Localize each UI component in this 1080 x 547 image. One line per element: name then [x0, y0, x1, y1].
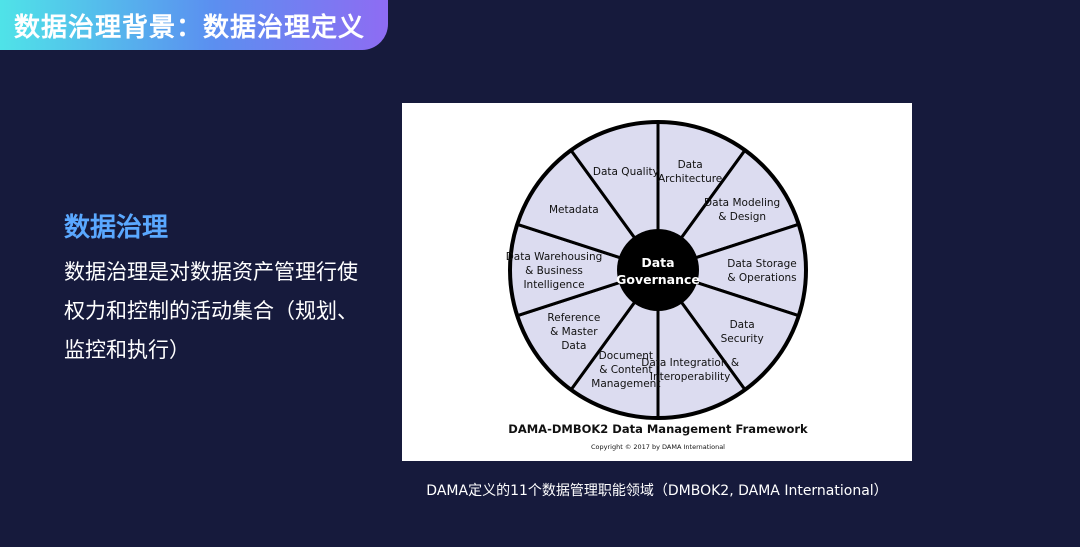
wheel-segment-label: Data Storage& Operations [727, 258, 797, 284]
wheel-outline [508, 120, 808, 420]
governance-hub [617, 229, 699, 311]
figure-caption: DAMA定义的11个数据管理职能领域（DMBOK2, DAMA Internat… [426, 483, 888, 499]
section-heading: 数据治理 [64, 213, 169, 243]
wheel-segment-label: Data Quality [593, 166, 659, 178]
page-title: 数据治理背景：数据治理定义 [14, 13, 366, 43]
framework-title: DAMA-DMBOK2 Data Management Framework [508, 422, 808, 436]
wheel-segment-label: Data Integration &Interoperability [641, 357, 739, 383]
section-body: 数据治理是对数据资产管理行使权力和控制的活动集合（规划、监控和执行） [64, 260, 358, 362]
wheel-segment-label: Metadata [549, 204, 599, 216]
framework-copyright: Copyright © 2017 by DAMA International [591, 443, 725, 451]
header-banner: 数据治理背景：数据治理定义 [0, 0, 388, 50]
wheel-segment-label: Data Modeling& Design [704, 197, 780, 223]
